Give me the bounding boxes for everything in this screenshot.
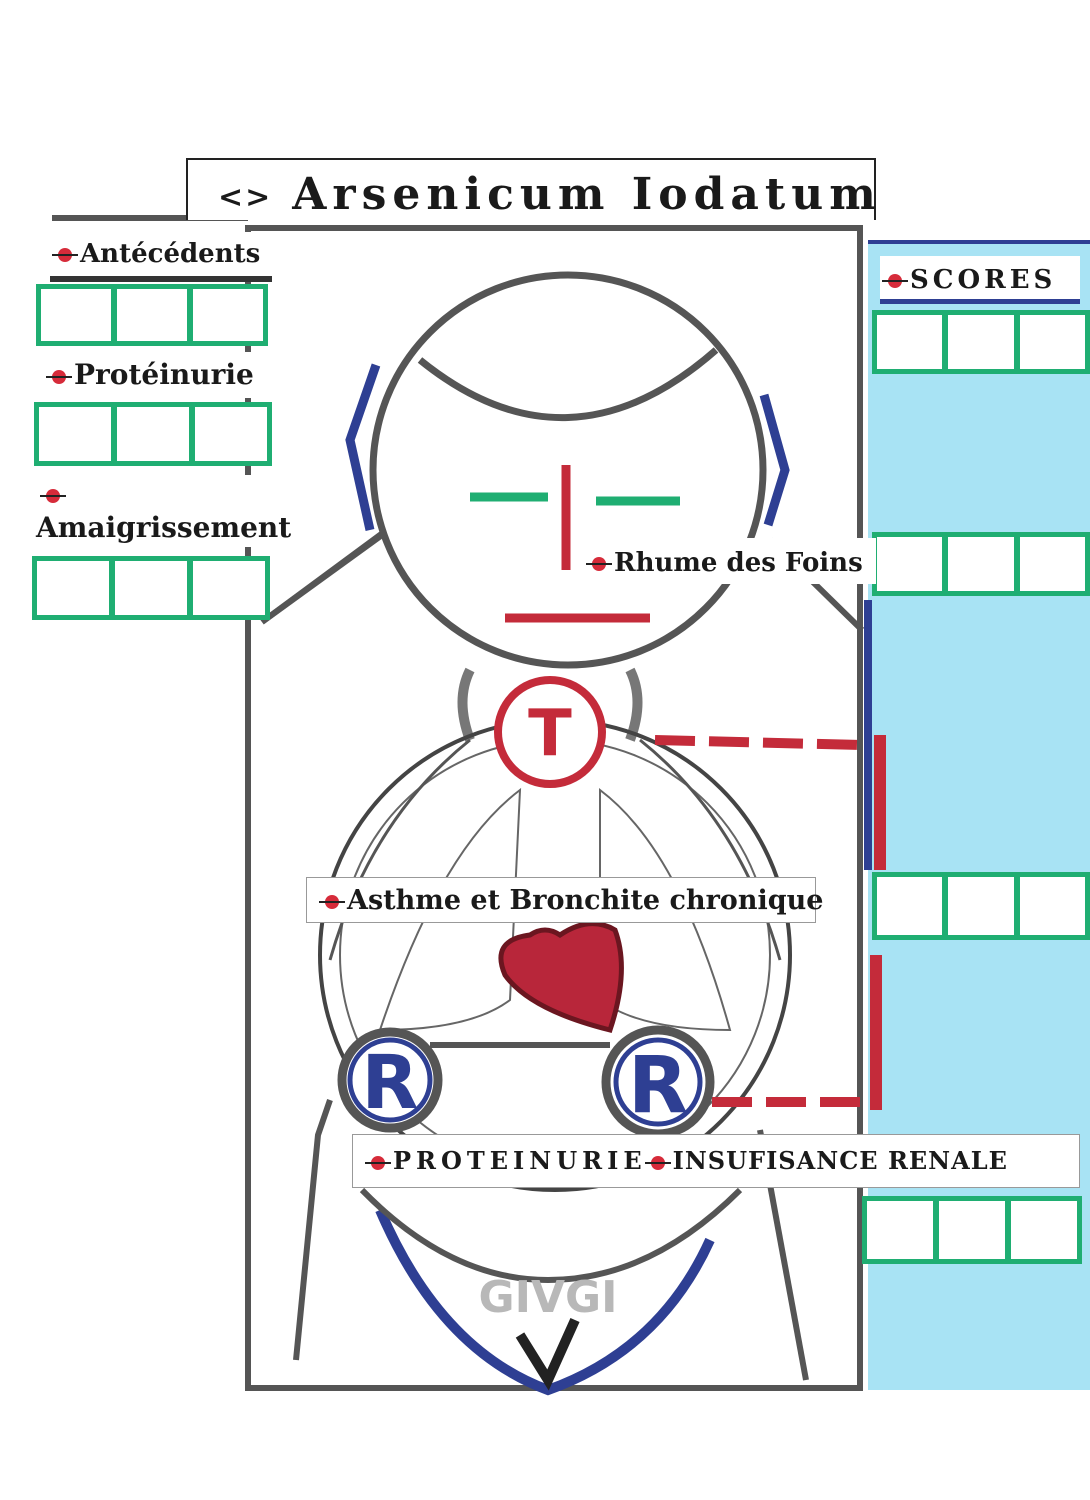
- label-asthme: Asthme et Bronchite chronique: [306, 877, 823, 923]
- hairline: [417, 347, 719, 422]
- grid-score-3[interactable]: [872, 872, 1090, 940]
- marker-dot-icon: [40, 488, 66, 503]
- page-title: <>Arsenicum Iodatum: [186, 158, 876, 220]
- label-rhume: Rhume des Foins: [576, 538, 876, 584]
- throat-letter: T: [528, 697, 572, 771]
- title-prefix: <>: [218, 179, 273, 215]
- pelvis-text: GIVGI: [478, 1272, 617, 1323]
- label-antecedents: Antécédents: [50, 232, 273, 282]
- label-proteinurie: Protéinurie: [36, 352, 260, 398]
- marker-dot-icon: [46, 369, 72, 384]
- grid-antecedents[interactable]: [36, 284, 268, 346]
- marker-dot-icon: [319, 894, 345, 909]
- heart: [498, 921, 624, 1033]
- grid-score-2[interactable]: [872, 532, 1090, 596]
- pelvis-curve: [375, 1208, 715, 1396]
- grid-score-1[interactable]: [872, 310, 1090, 374]
- grid-proteinurie[interactable]: [34, 402, 272, 466]
- kidney-left-letter: R: [362, 1040, 419, 1126]
- title-text: Arsenicum Iodatum: [292, 169, 882, 220]
- grid-score-4[interactable]: [862, 1196, 1082, 1264]
- marker-dot-icon: [52, 248, 78, 262]
- ear-right: [759, 393, 790, 527]
- marker-dot-icon: [365, 1155, 391, 1170]
- kidney-right-letter: R: [628, 1041, 688, 1131]
- ear-left: [345, 363, 381, 531]
- label-amaigrissement: Amaigrissement: [32, 475, 296, 547]
- lungs: [378, 787, 522, 1032]
- marker-dot-icon: [644, 1155, 671, 1170]
- marker-dot-icon: [882, 274, 908, 288]
- grid-amaigrissement[interactable]: [32, 556, 270, 620]
- kidney-left: [337, 1027, 443, 1133]
- marker-dot-icon: [586, 557, 612, 571]
- thyroid: [494, 676, 606, 788]
- label-scores: SCORES: [880, 256, 1080, 304]
